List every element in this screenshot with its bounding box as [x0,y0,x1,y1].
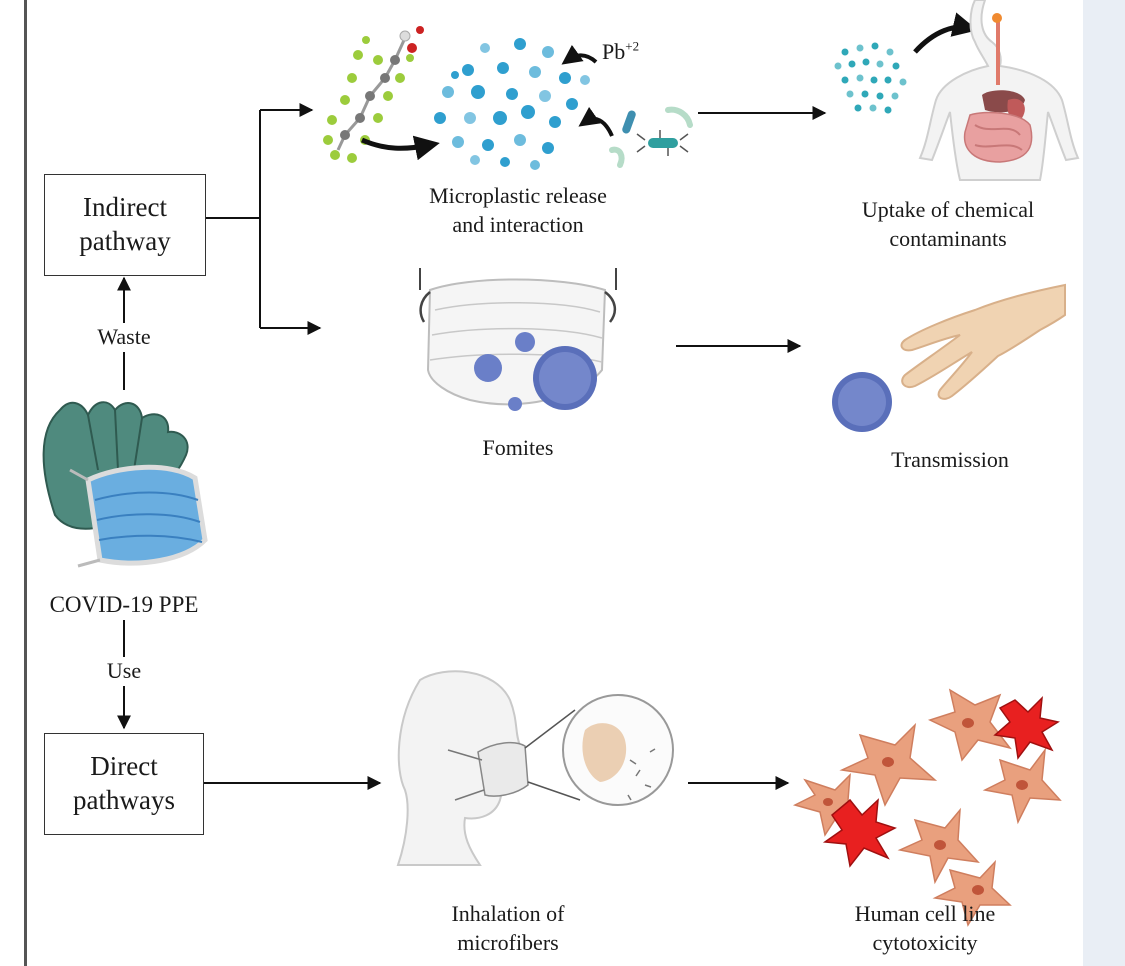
indirect-pathway-line1: Indirect [83,192,167,223]
use-label: Use [90,657,158,686]
head-with-mask-icon [396,670,529,866]
cytotoxicity-line1: Human cell line [854,901,996,926]
microplastic-label: Microplastic release and interaction [378,182,658,239]
ppe-gloves-mask-icon [42,401,208,568]
inhalation-label: Inhalation of microfibers [408,900,608,957]
uptake-particles-icon [834,42,907,114]
hand-icon [900,283,1066,400]
microplastic-line2: and interaction [452,211,584,237]
virus-icon [474,332,892,432]
inhalation-line1: Inhalation of [451,901,565,926]
lung-magnifier-icon [524,694,674,806]
pfas-molecule-icon [323,26,440,163]
direct-pathways-line1: Direct [90,751,158,782]
microplastic-particles-icon [434,38,590,170]
direct-pathways-line2: pathways [73,785,175,815]
direct-pathways-box: Direct pathways [44,733,204,835]
inhalation-line2: microfibers [457,929,559,955]
cytotoxicity-label: Human cell line cytotoxicity [815,900,1035,957]
lead-ion-symbol: Pb [602,39,626,64]
lead-arrow-icon [561,44,598,65]
lead-ion-label: Pb+2 [602,38,639,67]
uptake-label: Uptake of chemical contaminants [818,196,1078,253]
transmission-label: Transmission [891,447,1009,472]
uptake-line2: contaminants [889,225,1007,251]
uptake-arrow-icon [913,12,978,54]
fomites-label: Fomites [482,435,554,460]
human-digestive-system-icon [918,0,1080,181]
bacteria-arrow-icon [578,106,614,137]
lead-ion-charge: +2 [625,38,640,54]
covid-ppe-label: COVID-19 PPE [49,592,199,617]
indirect-pathway-line2: pathway [79,226,171,256]
indirect-pathway-box: Indirect pathway [44,174,206,276]
bacteria-icon [609,106,693,168]
left-border [24,0,27,966]
right-sidebar-panel [1083,0,1125,966]
damaged-cells-icon [792,688,1062,927]
cytotoxicity-line2: cytotoxicity [872,929,978,955]
waste-label: Waste [80,323,168,352]
uptake-line1: Uptake of chemical [861,197,1035,222]
microplastic-line1: Microplastic release [429,183,607,208]
